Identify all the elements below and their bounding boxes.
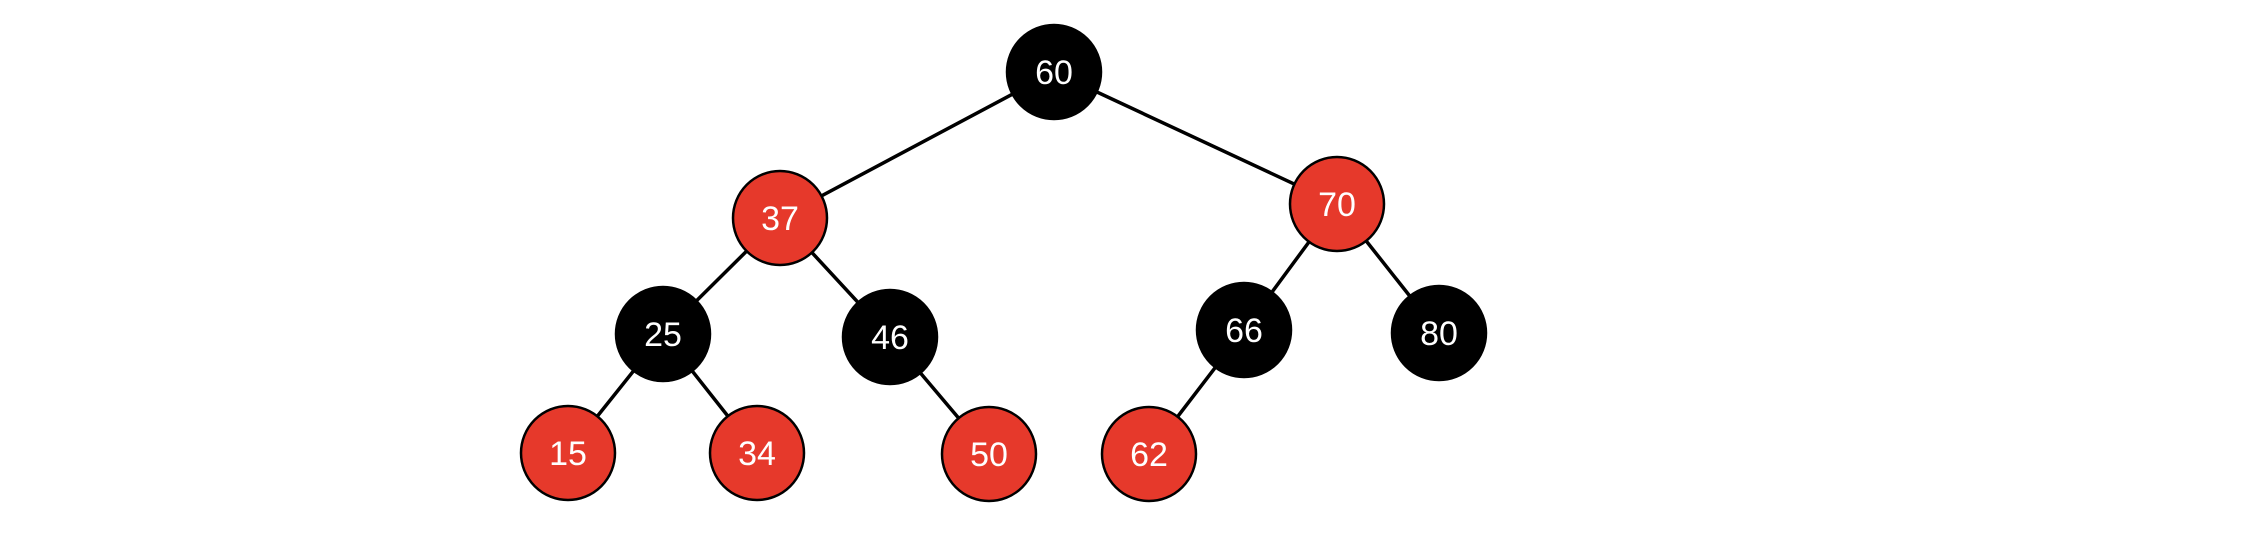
- edges-layer: [566, 70, 1441, 456]
- tree-node-15: 15: [519, 404, 617, 502]
- tree-node-66: 66: [1195, 281, 1293, 379]
- node-label-25: 25: [644, 316, 682, 354]
- node-label-50: 50: [970, 436, 1008, 474]
- node-circle-15: [519, 404, 617, 502]
- node-label-34: 34: [738, 435, 776, 473]
- tree-node-25: 25: [614, 285, 712, 383]
- node-label-60: 60: [1035, 54, 1073, 92]
- edge-60-70-right: [1052, 70, 1339, 206]
- tree-node-70: 70: [1288, 155, 1386, 253]
- node-circle-66: [1195, 281, 1293, 379]
- node-label-46: 46: [871, 319, 909, 357]
- node-label-70: 70: [1318, 186, 1356, 224]
- node-circle-34: [708, 404, 806, 502]
- tree-node-60: 60: [1005, 23, 1103, 121]
- node-circle-60: [1005, 23, 1103, 121]
- node-circle-62: [1100, 405, 1198, 503]
- nodes-layer: 60 37 70 25 46 66 80 15 34 50 62: [519, 23, 1488, 503]
- node-circle-46: [841, 288, 939, 386]
- node-circle-25: [614, 285, 712, 383]
- tree-node-50: 50: [940, 405, 1038, 503]
- node-label-37: 37: [761, 200, 799, 238]
- node-circle-50: [940, 405, 1038, 503]
- node-circle-70: [1288, 155, 1386, 253]
- tree-node-46: 46: [841, 288, 939, 386]
- node-label-80: 80: [1420, 315, 1458, 353]
- node-circle-80: [1390, 284, 1488, 382]
- node-label-62: 62: [1130, 436, 1168, 474]
- tree-node-34: 34: [708, 404, 806, 502]
- tree-node-62: 62: [1100, 405, 1198, 503]
- edge-60-37-left: [778, 70, 1056, 220]
- node-label-66: 66: [1225, 312, 1263, 350]
- node-circle-37: [731, 169, 829, 267]
- tree-node-37: 37: [731, 169, 829, 267]
- tree-node-80: 80: [1390, 284, 1488, 382]
- node-label-15: 15: [549, 435, 587, 473]
